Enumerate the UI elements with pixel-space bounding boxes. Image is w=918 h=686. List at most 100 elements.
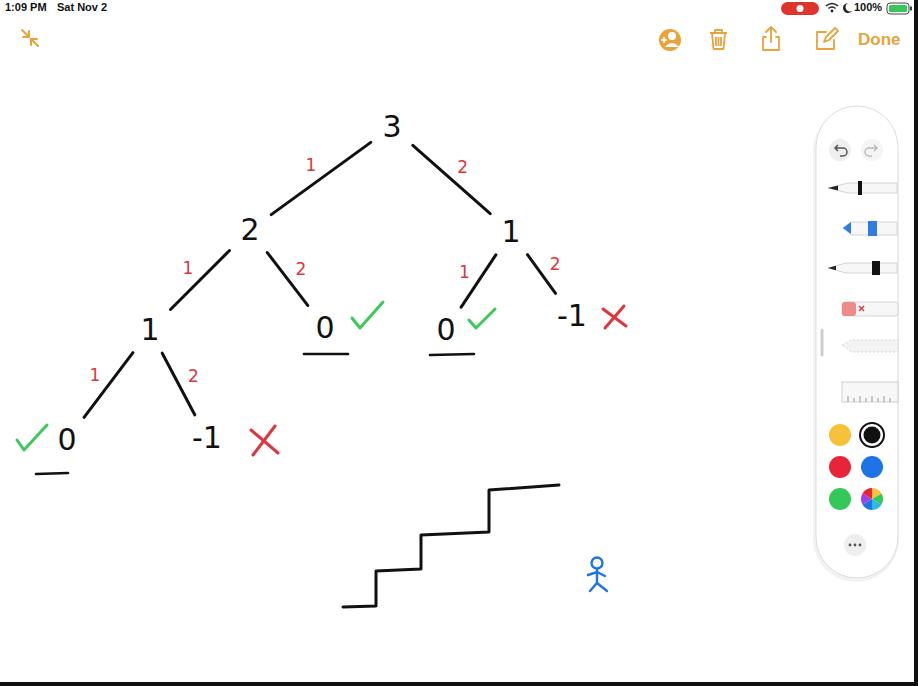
trash-lid xyxy=(710,30,727,33)
staircase xyxy=(343,485,559,607)
node-value: 0 xyxy=(57,425,76,455)
node-value: 1 xyxy=(501,217,520,247)
tree-branch xyxy=(413,145,490,213)
figure-head xyxy=(592,558,603,569)
pen-band xyxy=(858,181,862,195)
wifi-icon xyxy=(826,4,838,9)
eraser-tip xyxy=(842,302,856,316)
marker-tool xyxy=(843,222,897,235)
cross-mark xyxy=(603,306,626,328)
cross-mark xyxy=(251,426,278,455)
branch-step-label: 1 xyxy=(90,366,101,383)
tree-branch xyxy=(170,250,229,309)
branch-step-label: 2 xyxy=(188,368,199,385)
share-icon xyxy=(763,27,779,50)
battery-icon xyxy=(887,3,909,14)
collapse-icon xyxy=(22,30,38,46)
wifi-icon xyxy=(831,10,834,13)
compose-pencil xyxy=(824,28,838,42)
more-dot xyxy=(859,544,862,547)
battery-level xyxy=(889,5,907,12)
moon-icon xyxy=(843,3,852,13)
collapse-arrow xyxy=(31,39,38,46)
node-value: 1 xyxy=(140,315,159,345)
battery-percent: 100% xyxy=(854,2,882,13)
battery-tip xyxy=(910,7,912,11)
tool-palette xyxy=(816,106,898,578)
color-swatch xyxy=(864,427,881,444)
tree-node: 1 xyxy=(495,215,526,249)
branch-step-label: 1 xyxy=(306,156,317,173)
tree-node: -1 xyxy=(186,421,228,455)
figure-arms xyxy=(588,572,605,576)
pencil-tool xyxy=(828,263,897,273)
base-case-underline xyxy=(430,354,474,355)
redo-icon xyxy=(865,145,877,156)
status-time: 1:09 PM xyxy=(5,2,47,13)
color-wheel xyxy=(861,488,883,510)
recording-dot xyxy=(797,5,804,12)
collapse-arrow xyxy=(22,30,29,37)
figure-legs xyxy=(590,583,607,591)
status-date: Sat Nov 2 xyxy=(57,2,107,13)
pen-tool xyxy=(828,183,897,193)
color-swatch xyxy=(829,456,851,478)
tree-node: 0 xyxy=(309,311,340,345)
palette-handle xyxy=(821,330,824,355)
tree-node: 0 xyxy=(51,423,82,457)
marker-band xyxy=(868,221,877,236)
collaborate-body xyxy=(665,43,679,47)
collaborate-head xyxy=(668,32,676,40)
base-case-underline xyxy=(36,473,68,474)
trash-lines xyxy=(716,37,721,46)
pen-tip xyxy=(828,186,838,191)
tree-node: 2 xyxy=(234,213,265,247)
check-mark xyxy=(469,309,495,328)
tree-node: 0 xyxy=(430,313,461,347)
ruler-tool xyxy=(842,382,898,402)
branch-step-label: 2 xyxy=(296,260,307,277)
tree-branch xyxy=(271,142,371,214)
tree-node: 1 xyxy=(134,313,165,347)
undo-icon xyxy=(835,145,847,156)
selected-ring xyxy=(860,423,884,447)
eraser-mark xyxy=(859,306,864,311)
check-mark xyxy=(17,425,47,450)
color-swatch xyxy=(829,424,851,446)
base-case-underline xyxy=(304,353,348,356)
wheel-segment xyxy=(872,499,882,510)
collaborate-icon xyxy=(659,29,681,51)
tree-node: 3 xyxy=(376,110,407,144)
marker-tip xyxy=(843,222,851,234)
more-button xyxy=(844,534,866,556)
tree-branch xyxy=(267,253,307,306)
node-value: 0 xyxy=(436,315,455,345)
node-value: -1 xyxy=(557,301,587,331)
node-value: -1 xyxy=(192,423,222,453)
collaborate-plus xyxy=(661,37,667,43)
pencil-band xyxy=(872,261,880,275)
screen-edge xyxy=(0,682,918,686)
pencil-tip xyxy=(828,266,836,270)
lasso-tool xyxy=(842,340,898,352)
share-arrow xyxy=(766,27,776,42)
branch-step-label: 2 xyxy=(550,256,561,273)
compose-icon xyxy=(817,28,838,49)
node-value: 2 xyxy=(240,215,259,245)
redo-button xyxy=(861,139,883,161)
recording-indicator xyxy=(781,2,819,15)
tree-node: -1 xyxy=(551,299,593,333)
collaborate-badge xyxy=(659,29,681,51)
color-swatch xyxy=(829,488,851,510)
tree-branch xyxy=(84,353,133,418)
done-button: Done xyxy=(858,31,901,48)
undo-button xyxy=(829,139,851,161)
wheel-segment xyxy=(863,488,873,499)
stick-figure xyxy=(588,558,607,592)
eraser-tool xyxy=(842,302,898,316)
branch-step-label: 2 xyxy=(457,158,468,175)
branch-step-label: 1 xyxy=(459,263,470,280)
